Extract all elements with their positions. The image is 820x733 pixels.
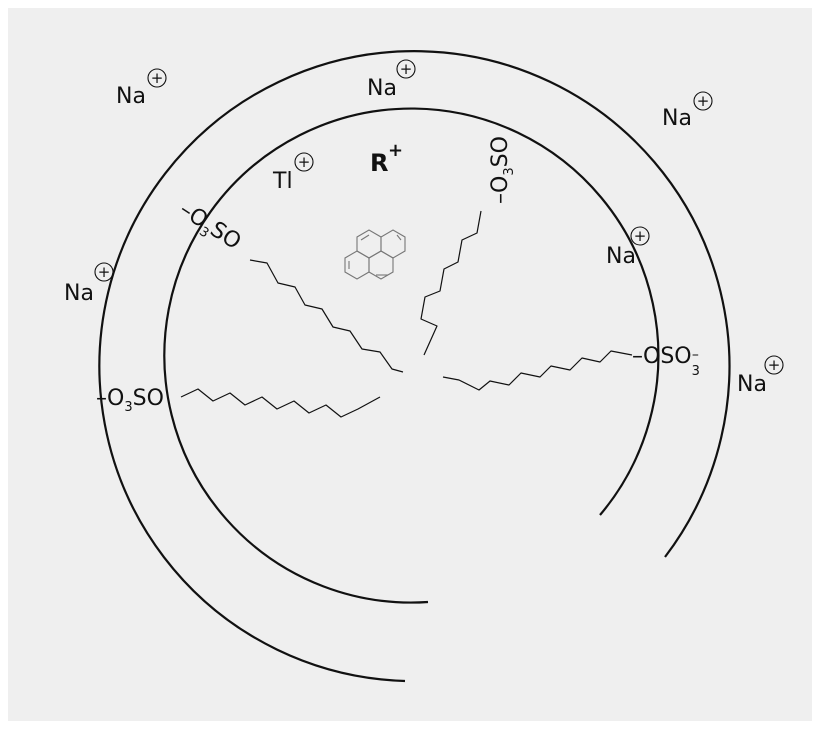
charge-sign: +: [98, 263, 111, 281]
tl-symbol: Tl: [272, 169, 293, 194]
sulfate-head-group: –O3SO: [96, 386, 164, 415]
pyrene-molecule: [344, 229, 406, 280]
sodium-ion: Na +: [367, 59, 416, 101]
positive-charge-icon: [396, 59, 416, 79]
outer-stern-layer-arc: [98, 50, 731, 683]
positive-charge-icon: [147, 68, 167, 88]
thallium-ion: Tl +: [272, 152, 314, 194]
charge-sign: +: [768, 356, 781, 374]
sodium-ion: Na +: [737, 355, 784, 397]
charge-sign: +: [400, 60, 413, 78]
sodium-ion: Na +: [116, 68, 167, 109]
sulfate-head-group: –O3SO: [488, 136, 517, 204]
positive-charge-icon: [94, 262, 114, 282]
na-symbol: Na: [737, 372, 767, 397]
radical-cation-label: R +: [370, 140, 403, 177]
surfactant-chain: [420, 210, 482, 356]
charge-sign: +: [298, 153, 311, 171]
na-symbol: Na: [116, 84, 146, 109]
na-symbol: Na: [64, 281, 94, 306]
sodium-ion: Na +: [662, 91, 713, 131]
positive-charge-icon: [693, 91, 713, 111]
charge-sign: +: [634, 227, 647, 245]
svg-text:–OSO3–: –OSO3–: [632, 344, 700, 379]
positive-charge-icon: [294, 152, 314, 172]
surfactant-chain: [180, 388, 381, 418]
r-charge: +: [388, 140, 403, 161]
charge-sign: +: [151, 69, 164, 87]
r-symbol: R: [370, 149, 388, 177]
inner-micelle-core-arc: [163, 107, 660, 604]
sodium-ion: Na +: [64, 262, 114, 306]
na-symbol: Na: [662, 106, 692, 131]
positive-charge-icon: [630, 226, 650, 246]
svg-text:–O3SO: –O3SO: [96, 386, 164, 415]
sulfate-head-group: –OSO3–: [632, 344, 700, 379]
svg-text:–O3SO: –O3SO: [488, 136, 517, 204]
sodium-ion: Na +: [606, 226, 650, 269]
surfactant-chain: [249, 259, 404, 373]
na-symbol: Na: [367, 76, 397, 101]
charge-sign: +: [697, 92, 710, 110]
positive-charge-icon: [764, 355, 784, 375]
na-symbol: Na: [606, 244, 636, 269]
surfactant-chain: [442, 350, 633, 391]
